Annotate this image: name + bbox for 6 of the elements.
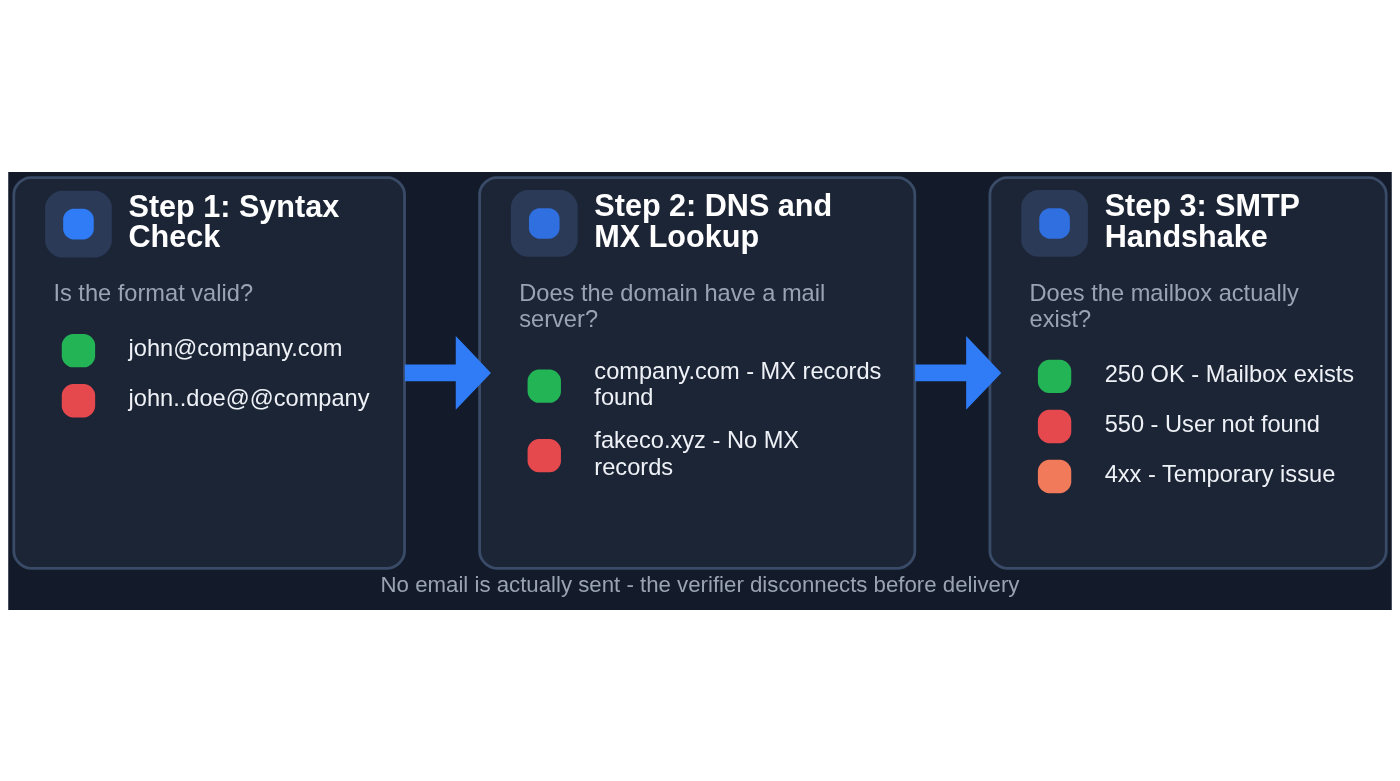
node-box: Step 2: DNS and MX Lookup Does the domain have a mail server? company.com - MX records found fakeco.xyz - No MX records [478,175,917,570]
node-box: Step 3: SMTP Handshake Does the mailbox actually exist? 250 OK - Mailbox exists 550 - User not found 4xx - Temporary issue [988,175,1388,570]
caption: No email is actually sent - the verifier disconnects before delivery [380,571,1020,597]
node-box: Step 1: Syntax Check Is the format valid? john@company.com john..doe@@company [12,175,406,570]
arrow [915,335,1002,410]
arrow [404,335,491,410]
